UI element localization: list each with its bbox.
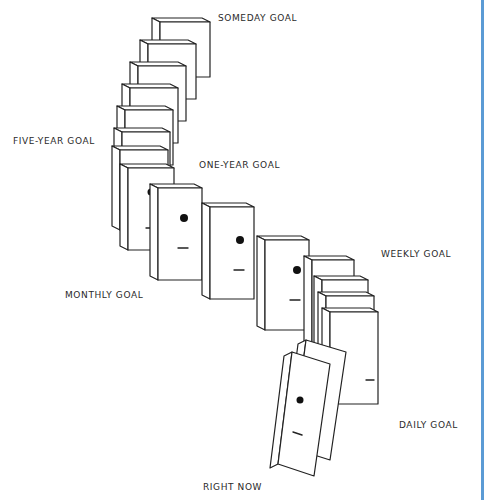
goal-label: MONTHLY GOAL xyxy=(64,290,144,301)
goal-label: ONE-YEAR GOAL xyxy=(198,160,281,171)
domino-face xyxy=(265,240,309,330)
domino xyxy=(150,184,202,280)
domino-side xyxy=(150,184,158,280)
domino-divider xyxy=(366,379,374,380)
goal-label: RIGHT NOW xyxy=(202,482,263,493)
edge-rule xyxy=(481,0,484,500)
domino xyxy=(257,236,309,330)
domino-divider xyxy=(293,432,302,435)
domino-pip xyxy=(236,236,244,244)
domino-side xyxy=(120,164,128,250)
domino-side xyxy=(257,236,265,330)
domino-side xyxy=(112,146,120,230)
domino-face xyxy=(210,207,254,299)
goal-label: SOMEDAY GOAL xyxy=(217,13,298,24)
goal-label: WEEKLY GOAL xyxy=(380,249,452,260)
domino-side xyxy=(202,203,210,299)
goal-label: FIVE-YEAR GOAL xyxy=(12,136,96,147)
domino-pip xyxy=(180,214,188,222)
domino xyxy=(202,203,254,299)
domino-pip xyxy=(293,266,301,274)
domino-pip xyxy=(297,397,304,404)
domino-face xyxy=(278,352,330,476)
domino xyxy=(270,352,330,476)
domino-divider xyxy=(234,269,244,270)
goal-label: DAILY GOAL xyxy=(398,420,459,431)
domino-divider xyxy=(290,299,300,300)
domino-face xyxy=(158,188,202,280)
domino-divider xyxy=(178,247,188,248)
